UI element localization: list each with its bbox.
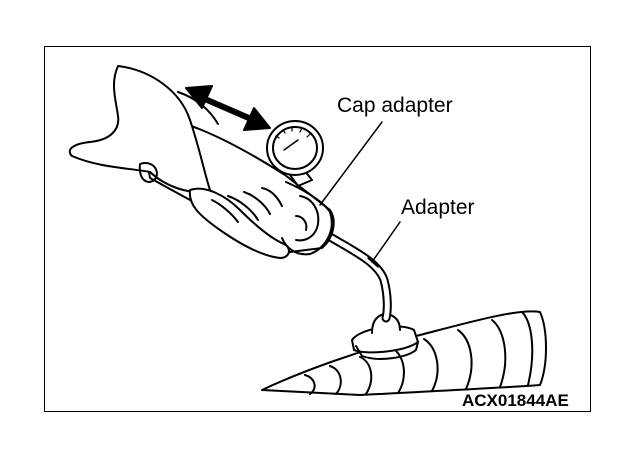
- figure-code: ACX01844AE: [462, 391, 569, 410]
- pressure-gauge: [266, 120, 324, 187]
- radiator-tank: [261, 310, 547, 396]
- cap-adapter-label: Cap adapter: [337, 94, 453, 117]
- filler-neck: [351, 313, 419, 360]
- cap-adapter-leader: [319, 121, 383, 206]
- double-arrow-icon: [185, 85, 271, 131]
- adapter-label: Adapter: [401, 196, 475, 219]
- adapter-hose: [320, 229, 392, 323]
- adapter-leader: [371, 221, 401, 263]
